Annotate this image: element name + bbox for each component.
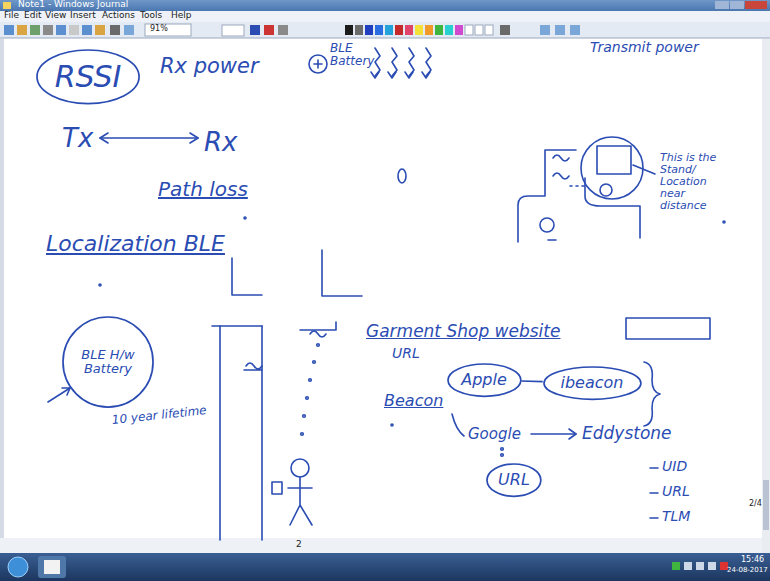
handwritten-heading: Garment Shop website	[366, 322, 560, 341]
handwritten-heading: Localization BLE	[46, 232, 225, 256]
handwritten-note: UID	[662, 459, 687, 474]
clock-date: 24-08-2017	[727, 567, 768, 575]
circled-term: Apple	[447, 363, 522, 397]
menu-item: Help	[171, 11, 192, 21]
handwritten-note: Eddystone	[582, 424, 672, 443]
handwritten-note: Transmit power	[590, 40, 699, 55]
circled-term: RSSI	[36, 49, 140, 105]
circled-term: ibeacon	[543, 366, 642, 400]
circled-text: RSSI	[55, 60, 122, 93]
circled-text: URL	[498, 471, 530, 489]
menu-item: Insert	[70, 11, 96, 21]
handwritten-note: Google	[468, 426, 521, 443]
handwritten-note: TLM	[662, 509, 690, 524]
window-title: Note1 - Windows Journal	[18, 0, 128, 10]
handwritten-note: Rx	[204, 128, 237, 157]
handwritten-heading: Path loss	[158, 178, 248, 200]
circled-text: ibeacon	[560, 374, 623, 392]
menu-item: Actions	[102, 11, 135, 21]
handwritten-note: This is the Stand/ Location near distanc…	[660, 152, 730, 212]
handwritten-note: Tx	[62, 124, 93, 153]
page-number: 2	[296, 540, 302, 550]
page-count: 2/4	[749, 500, 762, 509]
zoom-level: 91%	[150, 25, 168, 34]
handwritten-note: URL	[392, 346, 420, 361]
menu-item: File	[4, 11, 19, 21]
ink-connector	[521, 381, 542, 383]
circled-text: Apple	[461, 371, 507, 389]
circled-term: URL	[486, 463, 542, 497]
handwritten-note: Rx power	[160, 55, 259, 78]
handwritten-note: 10 year lifetime	[111, 404, 207, 427]
menu-item: Edit	[24, 11, 41, 21]
circled-text: BLE H/w Battery	[79, 348, 137, 377]
handwritten-note: Beacon	[384, 392, 443, 410]
menu-item: Tools	[140, 11, 162, 21]
clock-time: 15:46	[741, 556, 764, 565]
handwritten-note: URL	[662, 484, 690, 499]
menu-item: View	[45, 11, 66, 21]
circled-device: BLE H/w Battery	[62, 316, 154, 408]
handwritten-note: BLE Battery	[330, 42, 378, 68]
